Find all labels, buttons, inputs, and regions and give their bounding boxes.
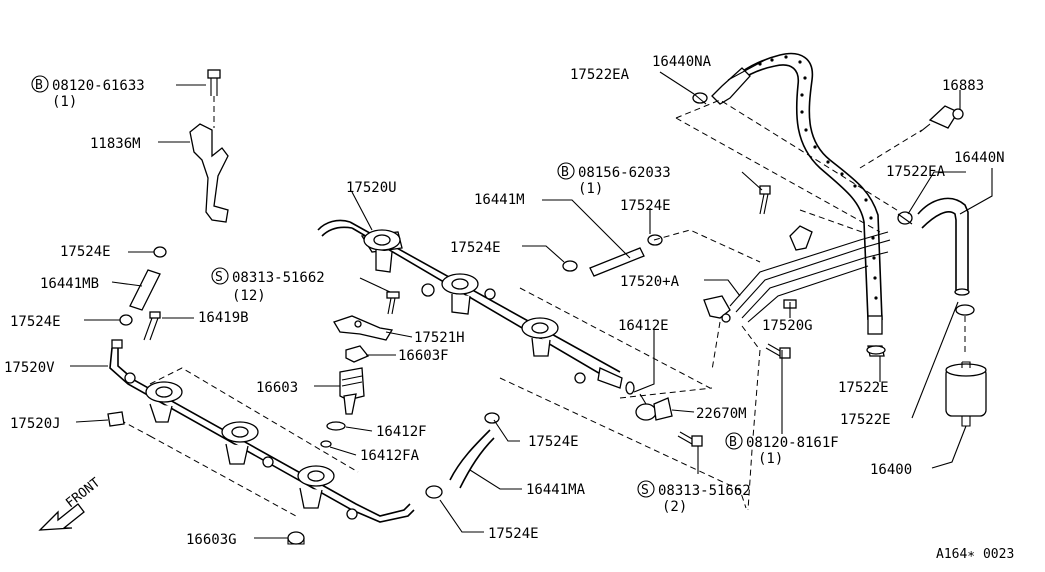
label-08313-51662-top: 08313-51662: [232, 270, 325, 286]
label-08156-62033: 08156-62033: [578, 165, 671, 181]
bolt-08156-62033: [759, 185, 771, 215]
clamp-17522EA-top: [692, 92, 708, 105]
screw-symbol-s-1-text: S: [215, 270, 223, 285]
screw-symbol-s-1: [211, 267, 229, 285]
label-22670M: 22670M: [696, 406, 747, 422]
screw-08313-51662-top: [386, 291, 400, 315]
bolt-symbol-b-1: [31, 75, 49, 93]
fuel-tube-assembly-17520A: [703, 209, 891, 323]
bolt-symbol-b-3: [725, 432, 743, 450]
fuel-hose-16440N: [917, 197, 970, 296]
screw-symbol-s-2: [637, 480, 655, 498]
front-direction-arrow: FRONT: [38, 475, 103, 531]
label-16440NA: 16440NA: [652, 54, 712, 70]
grommet-17520J: [107, 411, 125, 427]
part-labels: 16440NA 17522EA 16883 B 08120-61633 (1) …: [4, 54, 1014, 562]
label-16400: 16400: [870, 462, 912, 478]
bolt-08120-8161F: [765, 343, 791, 359]
label-16441M: 16441M: [474, 192, 525, 208]
label-17524E-b: 17524E: [450, 240, 501, 256]
diagram-code: A164∗ 0023: [936, 547, 1014, 562]
label-08313-51662-bottom-qty: (2): [662, 499, 687, 515]
bolt-symbol-b-3-text: B: [729, 435, 737, 450]
label-17520J: 17520J: [10, 416, 61, 432]
fuel-hose-16441MB: [119, 246, 167, 326]
fuel-rail-17520U: [317, 219, 623, 389]
fuel-hose-16441M: [562, 229, 761, 277]
label-16441MB: 16441MB: [40, 276, 99, 292]
label-17522EA-top: 17522EA: [570, 67, 630, 83]
screw-08313-51662-bottom: [677, 431, 703, 447]
leader-lines: [70, 59, 993, 539]
o-ring-16412F: [326, 421, 346, 431]
label-08120-61633: 08120-61633: [52, 78, 145, 94]
insulator-16603G: [287, 531, 305, 545]
label-16412E: 16412E: [618, 318, 669, 334]
bracket-17521H: [333, 315, 394, 341]
label-17524E-c: 17524E: [60, 244, 111, 260]
dashed-connection-lines: [675, 99, 923, 511]
label-17522E-b: 17522E: [840, 412, 891, 428]
damper-16883: [919, 105, 964, 133]
label-16412FA: 16412FA: [360, 448, 420, 464]
pressure-regulator-22670M: [619, 387, 713, 421]
fuel-injector-16603: [339, 367, 365, 415]
label-17524E-e: 17524E: [528, 434, 579, 450]
label-17520A: 17520+A: [620, 274, 680, 290]
label-17524E-a: 17524E: [620, 198, 671, 214]
label-08120-8161F: 08120-8161F: [746, 435, 839, 451]
label-17522E-a: 17522E: [838, 380, 889, 396]
bolt-16419B: [143, 311, 161, 341]
label-17521H: 17521H: [414, 330, 465, 346]
label-17524E-f: 17524E: [488, 526, 539, 542]
label-08156-62033-qty: (1): [578, 181, 603, 197]
fuel-filter-16400: [945, 304, 987, 427]
label-16603F: 16603F: [398, 348, 449, 364]
label-08313-51662-bottom: 08313-51662: [658, 483, 751, 499]
label-16883: 16883: [942, 78, 984, 94]
label-08120-8161F-qty: (1): [758, 451, 783, 467]
screw-symbol-s-2-text: S: [641, 483, 649, 498]
label-16419B: 16419B: [198, 310, 249, 326]
return-hose-16440NA: [711, 52, 883, 335]
label-16440N: 16440N: [954, 150, 1005, 166]
clamp-17522EA-right: [897, 211, 913, 225]
bracket-11836M: [189, 69, 229, 223]
label-08120-61633-qty: (1): [52, 94, 77, 110]
fuel-hose-16441MA: [425, 287, 747, 509]
label-17520V: 17520V: [4, 360, 55, 376]
label-11836M: 11836M: [90, 136, 141, 152]
front-label: FRONT: [63, 475, 103, 511]
label-16603G: 16603G: [186, 532, 237, 548]
bolt-symbol-b-2: [557, 162, 575, 180]
label-17522EA-right: 17522EA: [886, 164, 946, 180]
label-08313-51662-top-qty: (12): [232, 288, 266, 304]
fuel-rail-17520V: [109, 339, 415, 523]
label-16412F: 16412F: [376, 424, 427, 440]
o-ring-16412FA: [320, 440, 332, 448]
label-17524E-d: 17524E: [10, 314, 61, 330]
o-ring-16412E: [625, 381, 635, 395]
label-17520U: 17520U: [346, 180, 397, 196]
bolt-symbol-b-2-text: B: [561, 165, 569, 180]
label-16603: 16603: [256, 380, 298, 396]
label-16441MA: 16441MA: [526, 482, 586, 498]
insulator-16603F: [345, 345, 370, 363]
bolt-symbol-b-1-text: B: [35, 78, 43, 93]
label-17520G: 17520G: [762, 318, 813, 334]
clamp-17522E: [866, 345, 886, 357]
